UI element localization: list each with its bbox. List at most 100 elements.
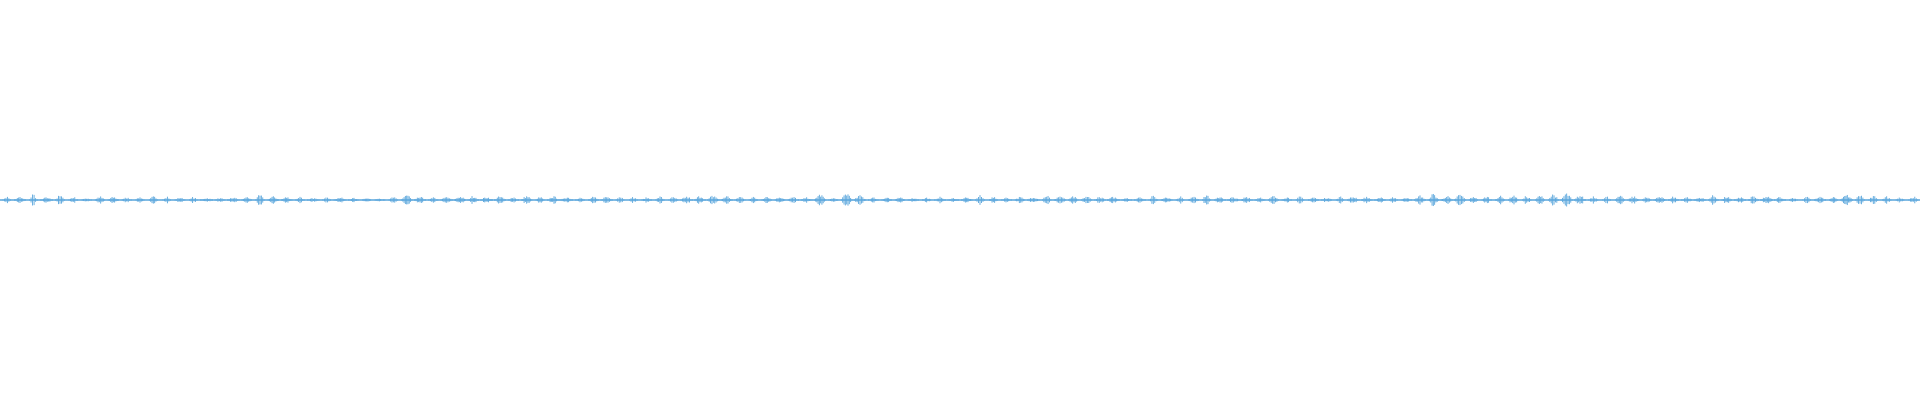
waveform-burst — [828, 198, 839, 202]
waveform-burst — [615, 197, 625, 203]
waveform-burst — [988, 197, 998, 203]
waveform-burst — [922, 197, 932, 203]
waveform-burst — [200, 198, 214, 202]
waveform-burst — [1855, 195, 1865, 205]
waveform-burst — [1508, 195, 1519, 205]
waveform-burst — [1840, 194, 1853, 206]
waveform-burst — [748, 196, 758, 204]
waveform-burst — [68, 197, 79, 203]
waveform-burst — [388, 197, 398, 203]
waveform-burst — [1468, 197, 1478, 203]
waveform-burst — [1335, 196, 1345, 204]
waveform-burst — [174, 197, 186, 203]
waveform-burst — [560, 197, 573, 203]
waveform-burst — [189, 196, 198, 204]
waveform-burst — [1295, 196, 1305, 204]
waveform-burst — [1214, 197, 1226, 203]
waveform-burst — [1042, 195, 1052, 205]
waveform-burst — [281, 197, 293, 203]
waveform-burst — [975, 195, 985, 205]
waveform-burst — [535, 197, 545, 203]
waveform-burst — [1547, 194, 1559, 206]
waveform-burst — [40, 197, 53, 203]
waveform-burst — [1227, 197, 1240, 203]
waveform-burst — [1895, 197, 1905, 203]
waveform-burst — [1267, 196, 1279, 204]
waveform-burst — [575, 197, 585, 203]
waveform-burst — [1053, 196, 1067, 204]
waveform-burst — [1627, 196, 1640, 204]
waveform-burst — [881, 197, 892, 203]
waveform-burst — [720, 196, 733, 204]
waveform-burst — [1868, 196, 1879, 204]
waveform-burst — [227, 197, 240, 203]
waveform-burst — [295, 196, 305, 204]
waveform-burst — [307, 198, 320, 202]
waveform-burst — [1708, 195, 1719, 205]
waveform-burst — [107, 197, 119, 203]
waveform-burst — [1347, 197, 1360, 203]
waveform-burst — [1588, 196, 1599, 204]
waveform-burst — [494, 196, 506, 204]
waveform-burst — [1614, 195, 1626, 205]
waveform-burst — [1094, 197, 1106, 203]
waveform-burst — [668, 197, 679, 203]
waveform-burst — [1574, 196, 1586, 204]
waveform-burst — [148, 196, 158, 204]
waveform-burst — [162, 196, 171, 204]
waveform-burst — [547, 196, 560, 204]
waveform-burst — [1535, 196, 1545, 204]
waveform-burst — [521, 196, 533, 204]
waveform-burst — [401, 195, 413, 205]
waveform-burst — [1240, 197, 1253, 203]
waveform-burst — [787, 197, 799, 203]
waveform-burst — [947, 198, 960, 202]
waveform-burst — [241, 197, 252, 203]
waveform-burst — [348, 197, 359, 203]
waveform-burst — [1187, 196, 1199, 204]
waveform-burst — [1882, 196, 1892, 204]
waveform-burst — [1374, 197, 1386, 203]
waveform-burst — [1068, 196, 1079, 204]
waveform-burst — [1134, 197, 1146, 203]
waveform-burst — [255, 195, 265, 205]
waveform-burst — [853, 195, 867, 205]
waveform-burst — [14, 197, 26, 203]
waveform-burst — [907, 198, 919, 202]
waveform-burst — [1789, 198, 1798, 202]
waveform-burst — [1160, 197, 1173, 203]
waveform-burst — [1321, 198, 1332, 202]
waveform-burst — [94, 196, 106, 204]
waveform-burst — [1560, 193, 1573, 207]
waveform-burst — [1389, 197, 1398, 203]
waveform-burst — [1414, 195, 1426, 205]
waveform-burst — [641, 197, 652, 203]
waveform-burst — [774, 197, 786, 203]
waveform-burst — [214, 198, 226, 202]
waveform-burst — [800, 197, 813, 203]
waveform-burst — [1481, 196, 1492, 204]
waveform-burst — [600, 197, 613, 203]
waveform-burst — [761, 196, 772, 204]
waveform-burst — [81, 198, 92, 202]
waveform-burst — [588, 196, 599, 204]
waveform-burst — [1733, 197, 1747, 203]
waveform-burst — [1747, 196, 1759, 204]
waveform-burst — [507, 197, 519, 203]
waveform-burst — [960, 197, 973, 203]
waveform-burst — [440, 197, 453, 203]
waveform-burst — [1908, 196, 1919, 204]
waveform-burst — [840, 194, 853, 206]
waveform-burst — [1401, 198, 1412, 202]
waveform-burst — [1667, 196, 1679, 204]
waveform-burst — [1148, 195, 1159, 205]
waveform-burst — [1427, 193, 1439, 207]
waveform-burst — [428, 197, 439, 203]
waveform-burst — [374, 198, 386, 202]
waveform-burst — [655, 196, 665, 204]
waveform-burst — [414, 197, 426, 203]
waveform-burst — [467, 196, 480, 204]
waveform-burst — [1681, 197, 1692, 203]
waveform-burst — [1693, 197, 1707, 203]
